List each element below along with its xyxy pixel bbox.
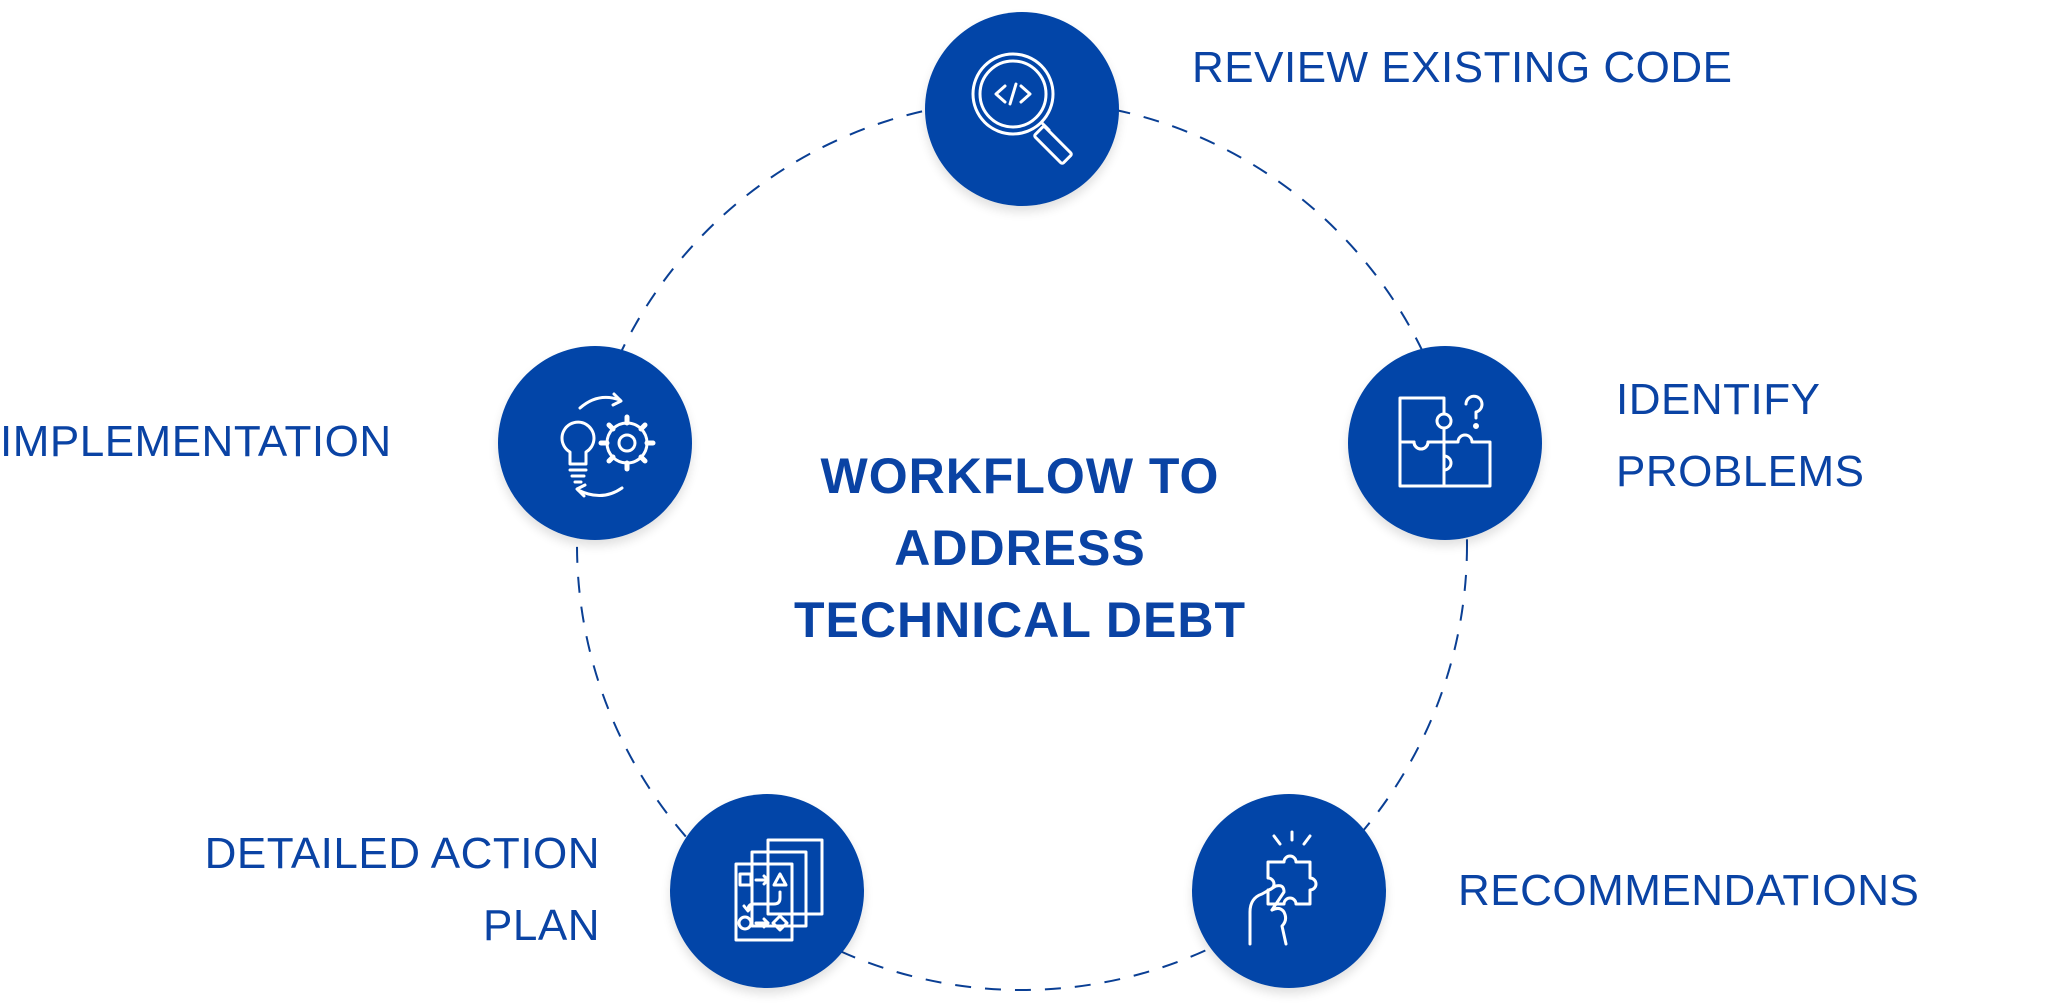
step-implementation-label: IMPLEMENTATION	[0, 406, 392, 478]
flowchart-pages-icon	[734, 838, 824, 942]
step-recommendations-label-line1: RECOMMENDATIONS	[1458, 866, 1920, 915]
hand-puzzle-icon	[1248, 830, 1318, 946]
step-action-plan-label-line2: PLAN	[483, 901, 600, 950]
step-recommendations-label: RECOMMENDATIONS	[1458, 855, 1919, 927]
step-identify-label-line2: PROBLEMS	[1616, 447, 1865, 496]
diagram-title-line3: TECHNICAL DEBT	[794, 592, 1246, 648]
bulb-gear-cycle-icon	[560, 392, 656, 498]
step-review-label: REVIEW EXISTING CODE	[1192, 32, 1733, 104]
step-implementation-node	[498, 346, 692, 540]
puzzle-question-icon	[1398, 394, 1492, 488]
step-recommendations-node	[1192, 794, 1386, 988]
step-action-plan-node	[670, 794, 864, 988]
step-implementation-label-line1: IMPLEMENTATION	[0, 417, 392, 466]
step-identify-label-line1: IDENTIFY	[1616, 375, 1821, 424]
step-review-label-line1: REVIEW EXISTING CODE	[1192, 43, 1733, 92]
diagram-title-line2: ADDRESS	[894, 520, 1146, 576]
diagram-title: WORKFLOW TO ADDRESS TECHNICAL DEBT	[730, 440, 1310, 656]
code-magnifier-icon	[971, 52, 1073, 165]
step-action-plan-label-line1: DETAILED ACTION	[204, 829, 600, 878]
step-identify-label: IDENTIFY PROBLEMS	[1616, 364, 1865, 508]
step-action-plan-label: DETAILED ACTION PLAN	[205, 818, 600, 962]
step-identify-node	[1348, 346, 1542, 540]
diagram-title-line1: WORKFLOW TO	[820, 448, 1220, 504]
step-review-node	[925, 12, 1119, 206]
